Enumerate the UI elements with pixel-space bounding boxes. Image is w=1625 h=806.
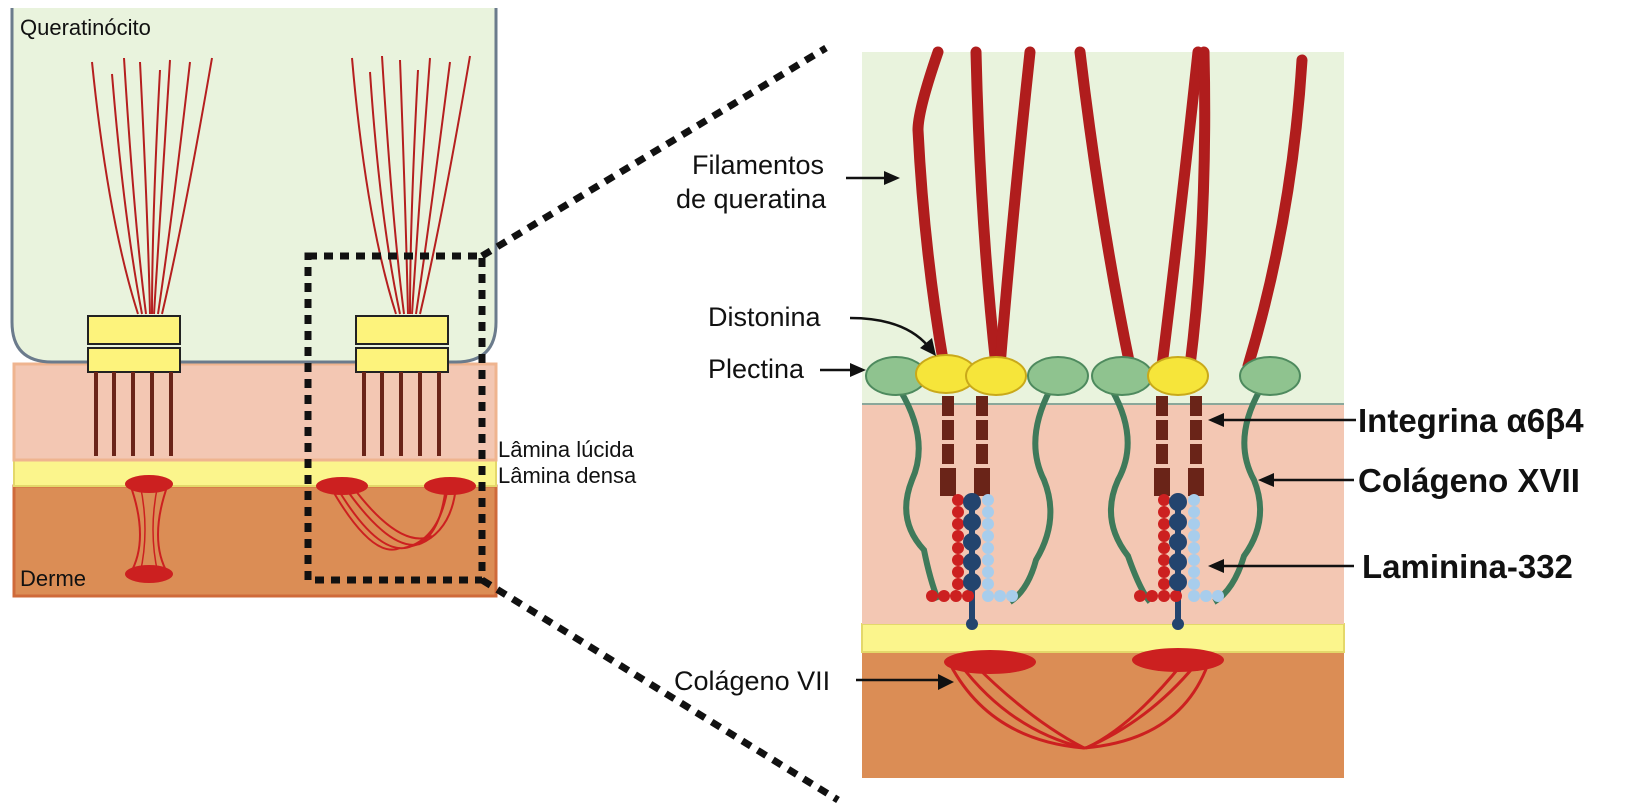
lamina-densa-label: Lâmina densa	[498, 463, 637, 488]
detail-panel	[861, 46, 1345, 778]
hemidesmosome-plaque-left	[87, 315, 181, 373]
detail-dermis	[862, 652, 1344, 778]
laminin-332-right	[1134, 493, 1224, 630]
lamina-densa-band	[13, 459, 497, 487]
dystonin-label: Distonina	[708, 302, 822, 332]
zoom-connector-lines	[480, 45, 840, 803]
dermis-label: Derme	[20, 566, 86, 591]
keratin-filaments-left	[91, 57, 213, 315]
lamina-lucida-label: Lâmina lúcida	[498, 437, 635, 462]
integrin-chain-left	[940, 396, 990, 496]
collagen17-label: Colágeno XVII	[1358, 462, 1580, 499]
integrin-posts-right	[362, 372, 441, 456]
overview-panel: Queratinócito Derme Lâmina lúcida Lâmina…	[10, 8, 637, 598]
dystonin-ovals	[915, 354, 1209, 396]
detail-lamina-lucida	[862, 404, 1344, 624]
integrin-label: Integrina α6β4	[1358, 402, 1584, 439]
keratinocyte-label: Queratinócito	[20, 15, 151, 40]
anchoring-fibril-left	[125, 475, 173, 583]
laminin-label: Laminina-332	[1362, 548, 1573, 585]
collagen-vii-fibril	[944, 648, 1224, 750]
anchoring-fibril-right	[316, 477, 476, 551]
dystonin-arrow	[849, 316, 929, 347]
plectin-label: Plectina	[708, 354, 805, 384]
keratinocyte-cell	[10, 8, 498, 364]
keratin-label-line2: de queratina	[676, 184, 827, 214]
keratin-filaments-right	[351, 55, 471, 315]
collagen-xvii-strands	[897, 388, 1264, 605]
integrin-posts-left	[94, 372, 173, 456]
collagen7-label: Colágeno VII	[674, 666, 830, 696]
detail-annotations: Filamentos de queratina Distonina Plecti…	[674, 150, 1584, 696]
keratin-filament-bundle	[912, 46, 1308, 372]
plectin-ovals	[865, 356, 1301, 396]
laminin-332-left	[926, 493, 1018, 630]
lamina-lucida-band	[12, 362, 498, 462]
hemidesmosome-plaque-right	[355, 315, 449, 373]
integrin-chain-right	[1154, 396, 1204, 496]
zoom-selection-box	[304, 252, 486, 584]
keratin-label-line1: Filamentos	[692, 150, 824, 180]
detail-lamina-densa	[861, 623, 1345, 653]
